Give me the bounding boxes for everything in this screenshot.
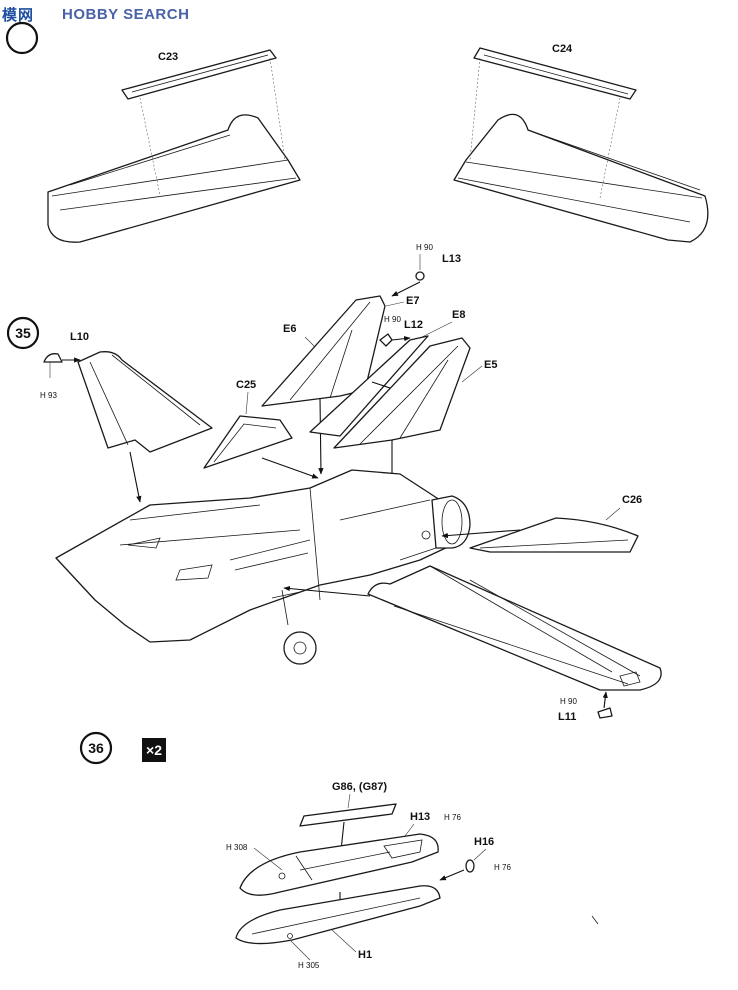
label-c26: C26 [622,494,642,506]
label-e6: E6 [283,323,296,335]
label-l10: L10 [70,331,89,343]
label-c23: C23 [158,51,178,63]
fuselage-assembly [55,469,471,665]
quantity-times-two: ×2 [146,742,162,758]
label-e8: E8 [452,309,465,321]
label-l12: L12 [404,319,423,331]
part-g86-strip [299,803,397,827]
part-l13 [415,271,425,281]
step-35-badge: 35 [6,316,40,350]
label-h1: H1 [358,949,372,961]
part-c25 [203,415,293,469]
label-c24: C24 [552,43,573,55]
step-36-number: 36 [88,740,104,756]
watermark-logo: 模 网 HOBBY SEARCH [2,6,189,24]
glue-h308: H 308 [226,843,248,852]
left-wing-flap-assembly [47,49,301,243]
part-l10 [43,353,63,363]
left-stabilizer [77,351,213,453]
step-36-badge: 36 [79,731,113,765]
glue-h305: H 305 [298,961,320,970]
part-h16 [465,859,475,873]
right-wing-flap-assembly [453,47,709,243]
part-c24-strip [473,47,637,100]
part-h13-tank-half [239,833,439,896]
step-34-circle [5,21,39,55]
label-c25: C25 [236,379,256,391]
left-flap-body [47,114,301,243]
label-l11: L11 [558,711,576,723]
label-l13: L13 [442,253,461,265]
glue-h76-h13: H 76 [444,813,461,822]
quantity-badge: ×2 [142,738,166,762]
watermark-hanzi: 模 [2,6,18,24]
watermark-hanzi-2: 网 [18,6,33,24]
right-flap-body [453,113,709,243]
nose-wheel [283,631,317,665]
part-c26 [469,517,639,553]
label-e7: E7 [406,295,419,307]
glue-h90-l12: H 90 [384,315,401,324]
label-h13: H13 [410,811,430,823]
watermark-text: HOBBY SEARCH [62,6,189,23]
glue-h90-l11: H 90 [560,697,577,706]
part-l11 [597,707,613,719]
part-l12 [379,333,393,347]
glue-h90-l13: H 90 [416,243,433,252]
glue-h93: H 93 [40,391,57,400]
engine-nozzle [431,495,471,549]
step-35-number: 35 [15,325,31,341]
label-g86: G86, (G87) [332,781,387,793]
right-main-wing [367,565,662,691]
glue-h76-h16: H 76 [494,863,511,872]
fuselage-body [55,469,456,643]
label-e5: E5 [484,359,497,371]
label-h16: H16 [474,836,494,848]
part-h1-tank-half [235,885,441,945]
part-e6-fin [261,295,386,407]
part-e8-fin-half [309,335,429,437]
part-c23-strip [121,49,277,100]
